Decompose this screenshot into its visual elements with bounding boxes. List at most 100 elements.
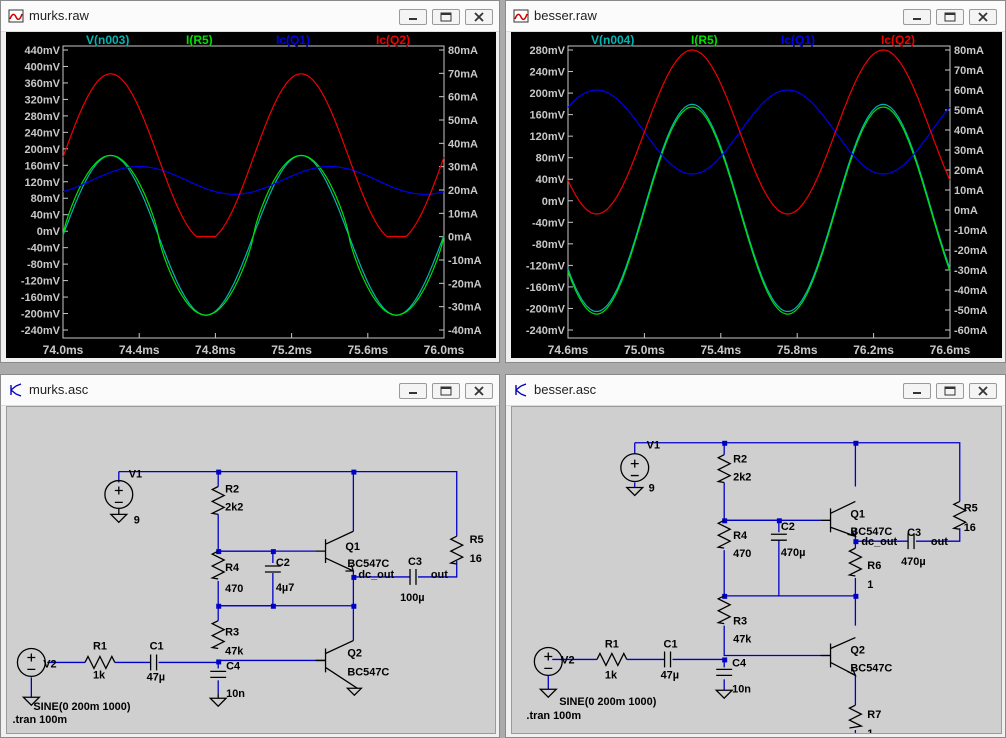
y-right-tick-label: 30mA xyxy=(448,162,478,174)
svg-text:9: 9 xyxy=(649,482,655,494)
x-tick-label: 76.0ms xyxy=(424,343,465,357)
y-right-tick-label: -40mA xyxy=(954,285,988,297)
y-left-tick-label: -200mV xyxy=(21,309,61,321)
svg-text:470µ: 470µ xyxy=(901,556,926,568)
svg-text:R5: R5 xyxy=(964,502,978,514)
titlebar[interactable]: murks.raw xyxy=(1,1,499,32)
waveform-plot[interactable]: V(n004)I(R5)Ic(Q1)Ic(Q2)280mV240mV200mV1… xyxy=(511,32,1002,358)
svg-text:R4: R4 xyxy=(733,530,748,542)
svg-text:R6: R6 xyxy=(867,560,881,572)
minimize-button[interactable] xyxy=(399,9,427,25)
y-right-tick-label: 10mA xyxy=(954,185,984,197)
titlebar[interactable]: besser.asc xyxy=(506,375,1005,406)
x-tick-label: 74.0ms xyxy=(43,343,84,357)
svg-text:SINE(0 200m 1000): SINE(0 200m 1000) xyxy=(559,696,657,708)
close-button[interactable] xyxy=(969,9,997,25)
legend-item[interactable]: Ic(Q2) xyxy=(376,33,410,47)
restore-button[interactable] xyxy=(936,9,964,25)
y-right-tick-label: -20mA xyxy=(954,245,988,257)
restore-button[interactable] xyxy=(936,383,964,399)
minimize-button[interactable] xyxy=(903,9,931,25)
titlebar[interactable]: besser.raw xyxy=(506,1,1005,32)
close-button[interactable] xyxy=(465,9,493,25)
legend-item[interactable]: Ic(Q2) xyxy=(881,33,915,47)
waveform-plot[interactable]: V(n003)I(R5)Ic(Q1)Ic(Q2)440mV400mV360mV3… xyxy=(6,32,496,358)
series-line xyxy=(62,165,445,195)
schematic-window-murks[interactable]: murks.asc xyxy=(0,374,500,738)
y-right-tick-label: 10mA xyxy=(448,208,478,220)
y-right-tick-label: 20mA xyxy=(954,165,984,177)
x-tick-label: 75.8ms xyxy=(777,343,818,357)
minimize-button[interactable] xyxy=(903,383,931,399)
svg-text:BC547C: BC547C xyxy=(850,662,892,674)
svg-text:C1: C1 xyxy=(664,639,678,651)
svg-text:out: out xyxy=(431,569,448,581)
legend-item[interactable]: I(R5) xyxy=(691,33,718,47)
svg-text:dc_out: dc_out xyxy=(358,569,394,581)
restore-button[interactable] xyxy=(432,9,460,25)
svg-text:470µ: 470µ xyxy=(781,547,806,559)
waveform-icon xyxy=(8,9,24,23)
plot-window-besser[interactable]: besser.raw V(n004)I(R5)Ic(Q1)Ic(Q2)280mV… xyxy=(505,0,1006,363)
legend-item[interactable]: Ic(Q1) xyxy=(781,33,815,47)
svg-text:C4: C4 xyxy=(732,657,747,669)
svg-text:470: 470 xyxy=(225,583,243,595)
svg-text:C4: C4 xyxy=(226,660,241,672)
svg-text:10n: 10n xyxy=(226,688,245,700)
components xyxy=(533,453,968,729)
svg-text:1k: 1k xyxy=(93,669,106,681)
minimize-button[interactable] xyxy=(399,383,427,399)
y-left-tick-label: 160mV xyxy=(530,110,566,122)
svg-text:C2: C2 xyxy=(276,557,290,569)
svg-text:Q1: Q1 xyxy=(345,541,360,553)
y-left-tick-label: -120mV xyxy=(21,276,61,288)
y-right-tick-label: -30mA xyxy=(448,302,482,314)
svg-text:9: 9 xyxy=(134,514,140,526)
y-left-tick-label: 80mV xyxy=(536,153,566,165)
y-left-tick-label: 400mV xyxy=(25,61,61,73)
svg-text:47k: 47k xyxy=(733,634,752,646)
y-left-tick-label: 120mV xyxy=(25,177,61,189)
schematic-window-besser[interactable]: besser.asc xyxy=(505,374,1006,738)
y-left-tick-label: 360mV xyxy=(25,78,61,90)
svg-text:470: 470 xyxy=(733,548,751,560)
legend-item[interactable]: I(R5) xyxy=(186,33,213,47)
svg-text:1: 1 xyxy=(867,579,873,591)
y-right-tick-label: 40mA xyxy=(954,125,984,137)
y-left-tick-label: 240mV xyxy=(530,67,566,79)
legend-item[interactable]: V(n003) xyxy=(86,33,129,47)
y-right-tick-label: 50mA xyxy=(954,105,984,117)
y-right-tick-label: 70mA xyxy=(954,65,984,77)
restore-button[interactable] xyxy=(432,383,460,399)
svg-text:R5: R5 xyxy=(470,534,484,546)
svg-text:47k: 47k xyxy=(225,645,244,657)
x-tick-label: 76.2ms xyxy=(853,343,894,357)
y-left-tick-label: 200mV xyxy=(530,88,566,100)
series-line xyxy=(567,89,951,175)
svg-text:R1: R1 xyxy=(93,641,107,653)
svg-text:C2: C2 xyxy=(781,521,795,533)
legend-item[interactable]: Ic(Q1) xyxy=(276,33,310,47)
series-line xyxy=(62,73,445,238)
svg-text:V1: V1 xyxy=(129,469,142,481)
svg-text:R1: R1 xyxy=(605,639,619,651)
legend-item[interactable]: V(n004) xyxy=(591,33,634,47)
svg-text:C3: C3 xyxy=(907,527,921,539)
svg-text:2k2: 2k2 xyxy=(733,472,751,484)
y-left-tick-label: -240mV xyxy=(21,325,61,337)
svg-text:V2: V2 xyxy=(43,658,56,670)
plot-frame xyxy=(567,45,951,339)
titlebar[interactable]: murks.asc xyxy=(1,375,499,406)
x-tick-label: 74.4ms xyxy=(119,343,160,357)
y-right-tick-label: 60mA xyxy=(448,92,478,104)
close-button[interactable] xyxy=(465,383,493,399)
junctions xyxy=(216,469,357,665)
y-right-tick-label: 0mA xyxy=(448,232,472,244)
junctions xyxy=(722,440,859,663)
series-line xyxy=(567,106,951,315)
close-button[interactable] xyxy=(969,383,997,399)
